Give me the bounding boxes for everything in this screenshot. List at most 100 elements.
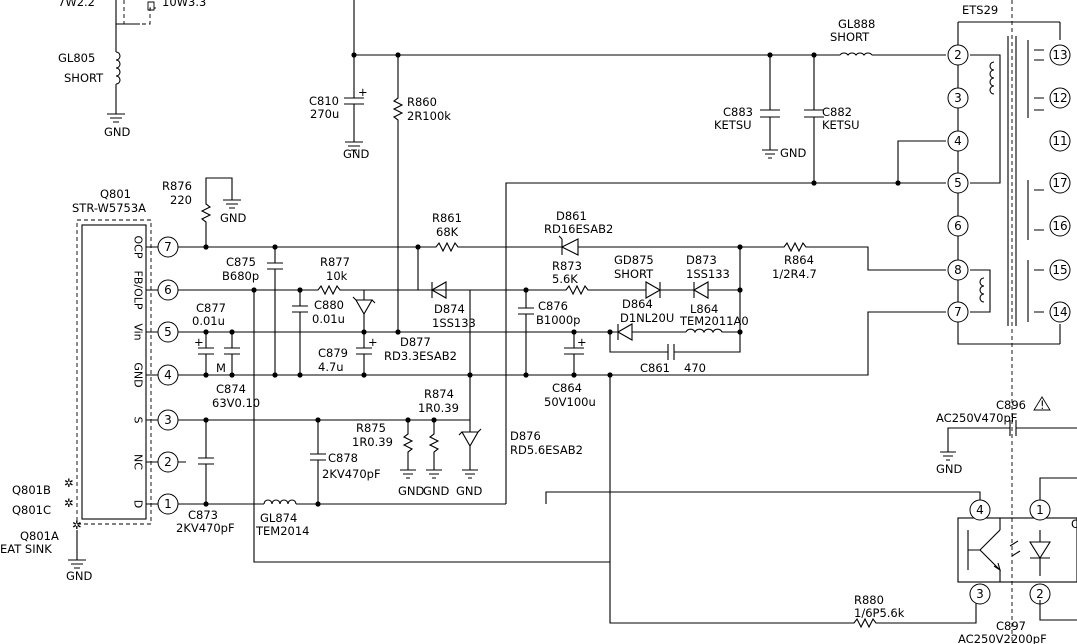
ic-pin-2: 2NC: [132, 451, 186, 473]
c810-capacitor: + C810 270u GND: [309, 55, 370, 161]
opto-pin-4: 4: [969, 499, 991, 521]
d873-ref: D873: [686, 253, 717, 267]
c874-value: 63V0.10: [212, 396, 260, 410]
top-fragment: 7W2.2 10W3.3: [58, 0, 206, 25]
opto-pin-1: 1: [1029, 499, 1051, 521]
r860-ref: R860: [407, 95, 437, 109]
c879-value: 4.7u: [318, 360, 344, 374]
r876-gnd: GND: [220, 211, 247, 225]
transformer-pin-number: 11: [1052, 134, 1067, 148]
c878-value: 2KV470pF: [322, 467, 381, 481]
r861-ref: R861: [432, 211, 462, 225]
s-line: R875 1R0.39 R874 1R0.39 GND GND GND D876…: [178, 375, 583, 498]
r860-resistor: R860 2R100k: [392, 55, 451, 332]
c878-capacitor: C878 2KV470pF: [310, 420, 381, 507]
gl805-inductor: GL805 SHORT GND: [58, 24, 131, 139]
c877-c874: + C877 0.01u M C874 63V0.10: [192, 301, 260, 410]
ocp-line: R861 68K D861 RD16ESAB2 R864 1/2R4.7: [178, 209, 946, 281]
r875-ref: R875: [356, 421, 386, 435]
transformer-pin-number: 6: [954, 219, 962, 233]
c883-gnd: GND: [780, 146, 807, 160]
r876-ref: R876: [162, 179, 192, 193]
r876-resistor: R876 220 GND: [162, 177, 247, 247]
transformer-pin-number: 7: [954, 305, 962, 319]
opto-pin-number: 4: [976, 503, 984, 517]
ic-pin-number: 4: [164, 368, 172, 382]
transformer-pin-12: 12: [1049, 87, 1071, 109]
r861-value: 68K: [436, 225, 459, 239]
ic-pin-name: NC: [132, 454, 145, 470]
gl805-gnd: GND: [104, 125, 131, 139]
ic-pin-number: 5: [164, 325, 172, 339]
c877-ref: C877: [196, 301, 226, 315]
r874-value: 1R0.39: [418, 401, 459, 415]
r873-value: 5.6K: [552, 272, 578, 286]
r864-ref: R864: [784, 253, 814, 267]
c877-value: 0.01u: [192, 314, 225, 328]
c876-ref: C876: [538, 299, 568, 313]
transformer-pin-number: 3: [954, 91, 962, 105]
q801-ref: Q801: [100, 187, 131, 201]
c880-ref: C880: [314, 298, 344, 312]
transformer-pin-number: 17: [1052, 176, 1067, 190]
ic-pin-name: S: [132, 417, 145, 424]
top-fragment-label: 7W2.2: [58, 0, 95, 9]
c810-ref: C810: [309, 94, 339, 108]
gnd-line: R880 1/6P5.6k: [178, 290, 977, 629]
gl874-value: TEM2014: [255, 524, 309, 538]
d873-value: 1SS133: [686, 267, 730, 281]
q801-value: STR-W5753A: [72, 201, 146, 215]
optocoupler: C: [545, 477, 1077, 583]
transformer-pin-15: 15: [1049, 259, 1071, 281]
r874-ref: R874: [424, 387, 454, 401]
transformer-pin-number: 2: [954, 48, 962, 62]
c874-ref: C874: [216, 382, 246, 396]
c864-value: 50V100u: [544, 395, 596, 409]
c875-value: B680p: [222, 269, 259, 283]
d874-ref: D874: [434, 302, 465, 316]
ic-pin-5: 5 Vin: [132, 321, 186, 343]
ic-q801: Q801 STR-W5753A: [72, 187, 152, 525]
transformer-pin-number: 4: [954, 134, 962, 148]
top-rail: GL888 SHORT: [351, 0, 946, 58]
r876-value: 220: [170, 193, 192, 207]
transformer-pin-11: 11: [1049, 130, 1071, 152]
l864-value: TEM2011A0: [679, 314, 749, 328]
gl805-ref: GL805: [58, 51, 95, 65]
l864-ref: L864: [690, 302, 718, 316]
d876-ref: D876: [510, 429, 541, 443]
ic-pin-name: D: [132, 500, 145, 508]
c883-ref: C883: [723, 105, 753, 119]
d874-value: 1SS133: [432, 316, 476, 330]
d876-value: RD5.6ESAB2: [510, 443, 583, 457]
c896-gnd: GND: [936, 462, 963, 476]
opto-pin-number: 2: [1036, 587, 1044, 601]
transformer-pin-3: 3: [947, 87, 969, 109]
heat-sink: Q801B ✲ Q801C ✲ Q801A ✲ EAT SINK GND: [0, 476, 93, 583]
q801c-ref: Q801C: [12, 503, 51, 517]
ic-pin-3: 3S: [132, 409, 186, 431]
transformer-pin-number: 12: [1052, 91, 1067, 105]
r880-value: 1/6P5.6k: [854, 606, 905, 620]
c896-capacitor: C896 ! AC250V470pF GND: [936, 396, 1077, 476]
q801a-ref: Q801A: [20, 529, 59, 543]
transformer-pin-7: 7: [947, 301, 969, 323]
gd875-value: SHORT: [614, 267, 654, 281]
transformer-pin-14: 14: [1049, 301, 1071, 323]
c878-ref: C878: [328, 451, 358, 465]
c880-value: 0.01u: [312, 312, 345, 326]
transformer-pin-17: 17: [1049, 172, 1071, 194]
q801a-mark: ✲: [72, 518, 82, 532]
c873-ref: C873: [188, 508, 218, 522]
c875-capacitor: C875 B680p: [222, 247, 283, 378]
c876-value: B1000p: [536, 313, 580, 327]
c882-capacitor: C882 KETSU: [804, 55, 860, 186]
ic-pin-name: Vin: [132, 323, 145, 340]
transformer-pin-6: 6: [947, 215, 969, 237]
r877-ref: R877: [320, 255, 350, 269]
r875-gnd: GND: [398, 484, 425, 498]
